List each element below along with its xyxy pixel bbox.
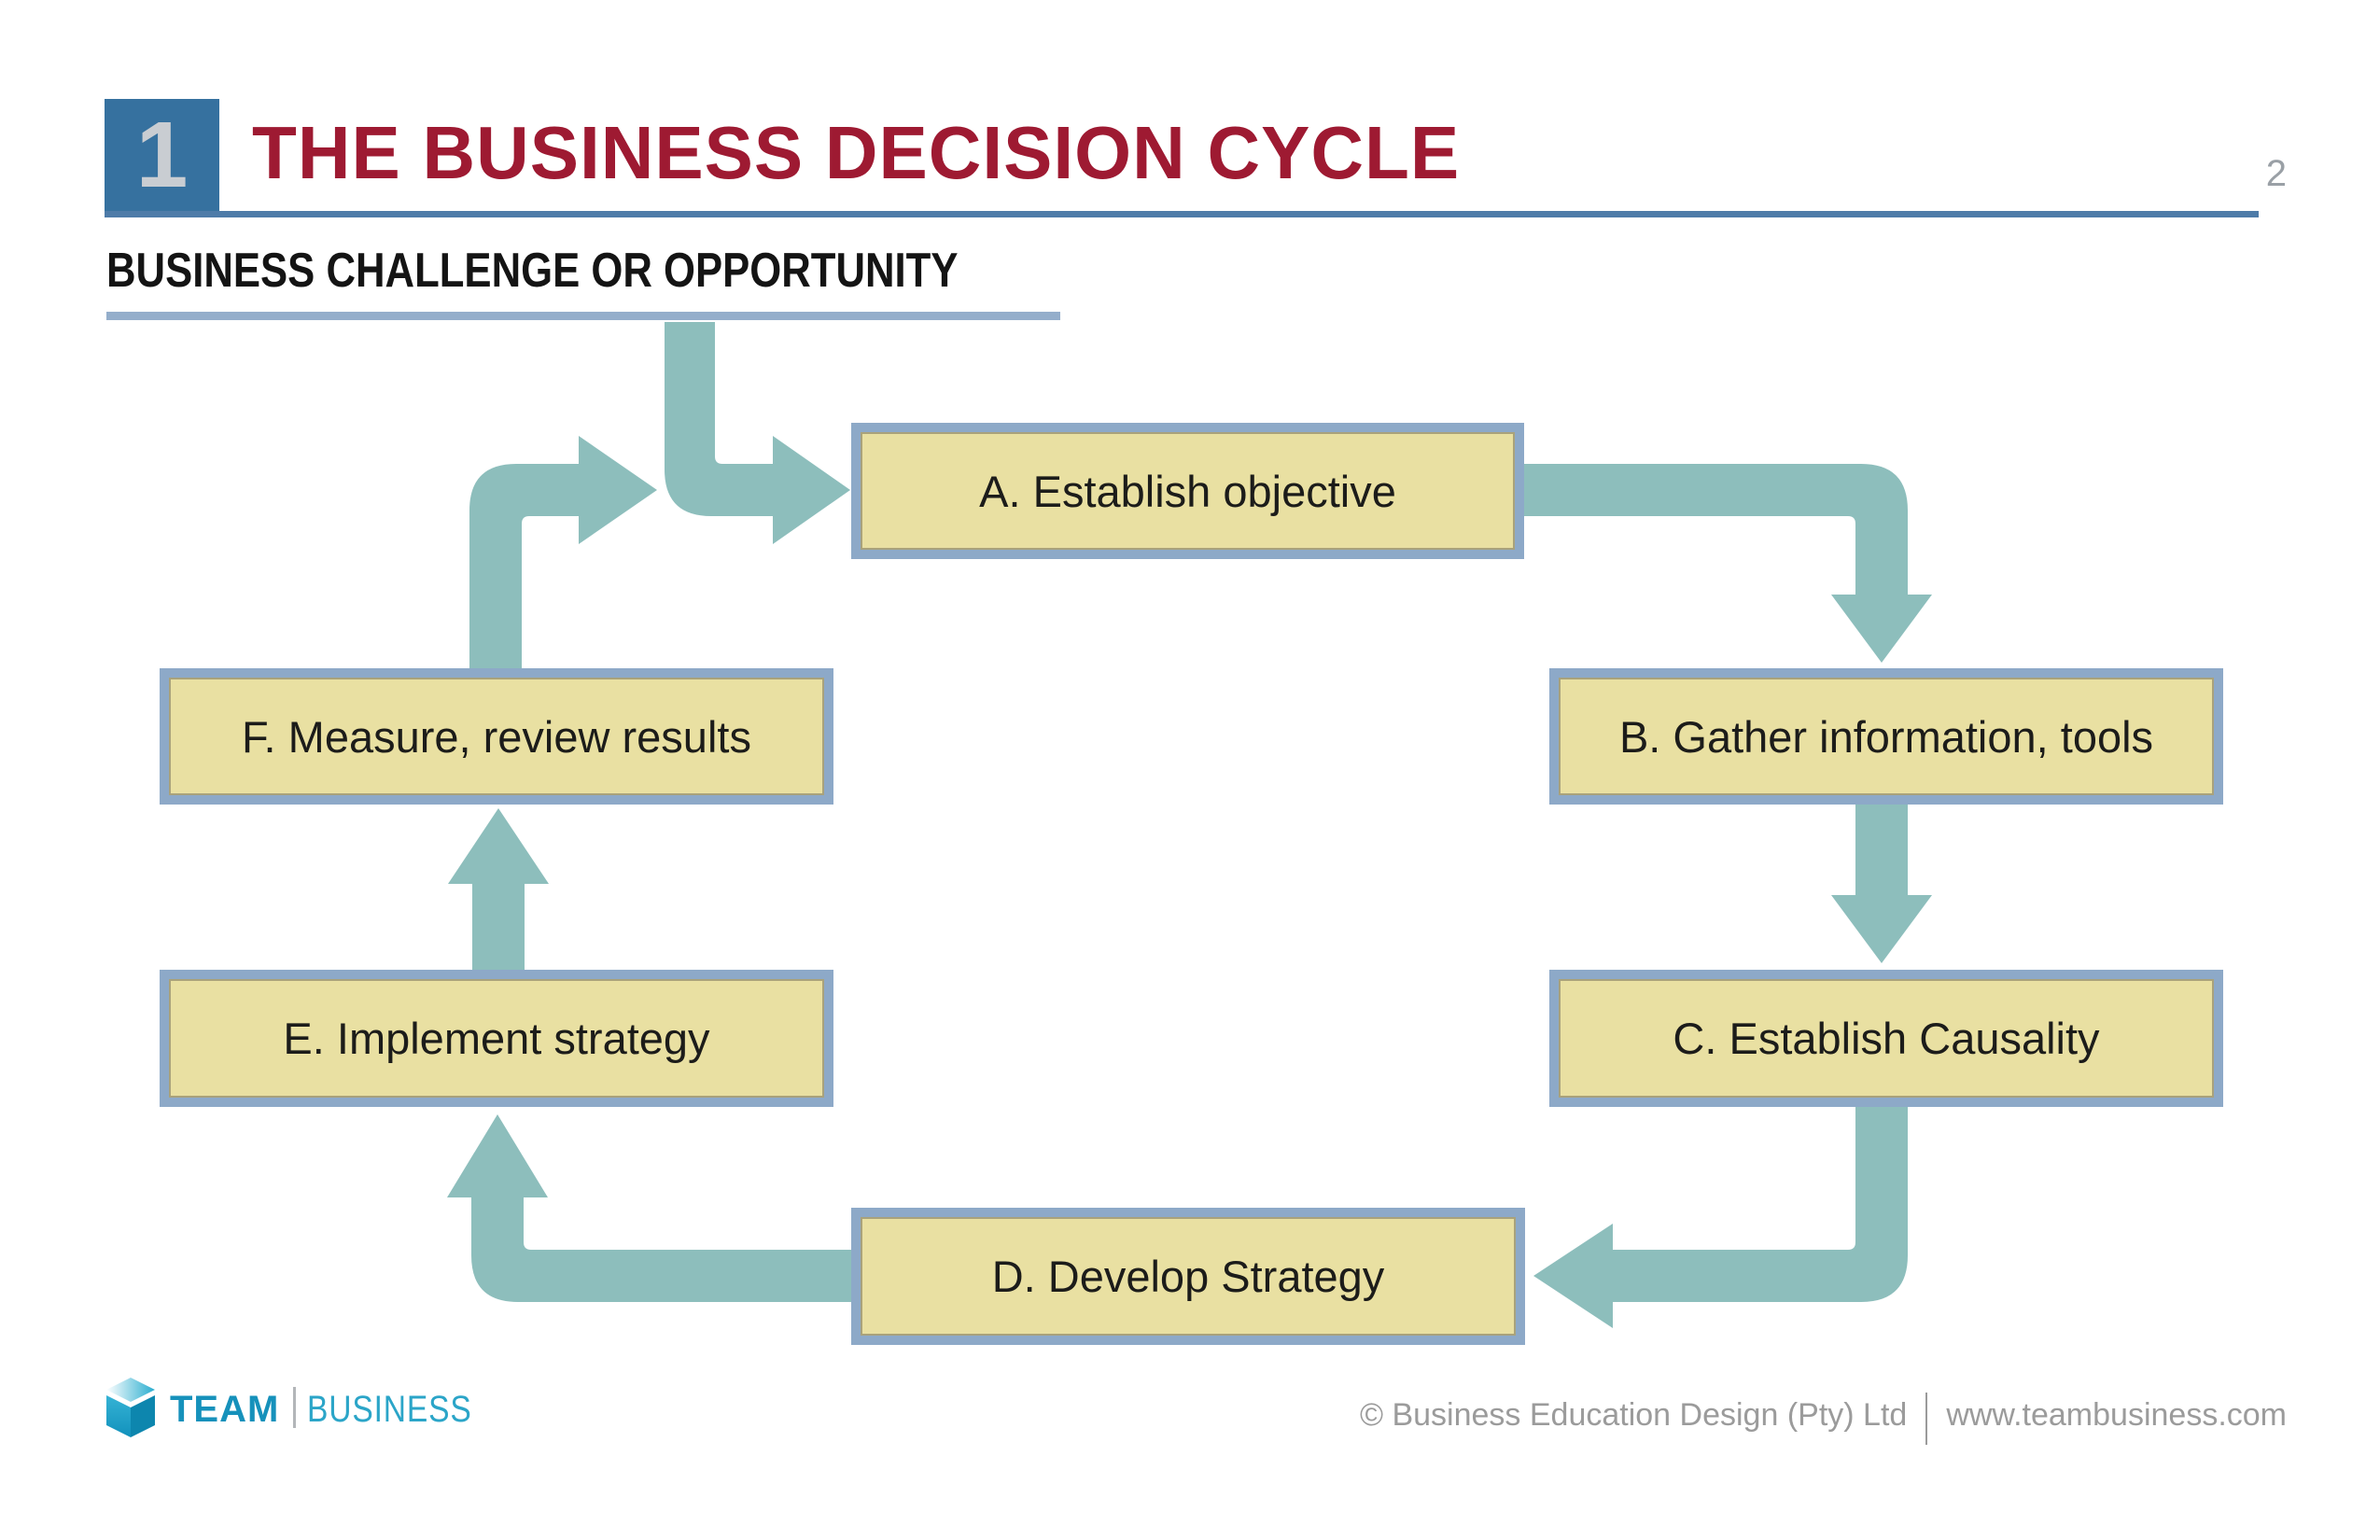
footer-credits: © Business Education Design (Pty) Ltd ww… (1359, 1393, 2287, 1445)
box-label: E. Implement strategy (283, 1014, 710, 1063)
arrow-a-to-b-icon (1524, 464, 1932, 663)
header-rule (105, 211, 2259, 217)
slide-number-box: 1 (105, 99, 219, 214)
box-gather-information: B. Gather information, tools (1549, 668, 2223, 805)
arrow-f-return-icon (469, 436, 657, 670)
box-establish-causality: C. Establish Causality (1549, 970, 2223, 1107)
website-text: www.teambusiness.com (1946, 1397, 2287, 1433)
arrow-b-to-c-icon (1831, 804, 1932, 963)
footer-divider (1925, 1393, 1928, 1445)
arrow-d-to-e-icon (447, 1114, 851, 1302)
box-implement-strategy: E. Implement strategy (160, 970, 833, 1107)
teambusiness-logo: TEAM BUSINESS (103, 1376, 471, 1441)
box-label: C. Establish Causality (1673, 1014, 2100, 1063)
page-number: 2 (2265, 153, 2287, 194)
box-develop-strategy: D. Develop Strategy (851, 1208, 1525, 1345)
entry-arrow-icon (665, 322, 850, 544)
box-label: B. Gather information, tools (1618, 711, 2154, 762)
slide-number: 1 (135, 102, 189, 207)
arrow-c-to-d-icon (1533, 1105, 1908, 1328)
business-challenge-underline (106, 312, 1060, 320)
page-title: THE BUSINESS DECISION CYCLE (252, 111, 1461, 194)
logo-divider (293, 1387, 296, 1428)
box-label: A. Establish objective (979, 466, 1396, 516)
box-establish-objective: A. Establish objective (851, 423, 1524, 559)
box-measure-review: F. Measure, review results (160, 668, 833, 805)
logo-team-text: TEAM (170, 1389, 280, 1430)
business-challenge-label: BUSINESS CHALLENGE OR OPPORTUNITY (106, 244, 959, 298)
box-label: D. Develop Strategy (991, 1252, 1385, 1301)
copyright-text: © Business Education Design (Pty) Ltd (1359, 1397, 1908, 1433)
box-label: F. Measure, review results (242, 711, 751, 762)
logo-business-text: BUSINESS (307, 1389, 472, 1430)
logo-cube-icon (106, 1378, 155, 1437)
arrow-e-to-f-icon (448, 808, 549, 970)
